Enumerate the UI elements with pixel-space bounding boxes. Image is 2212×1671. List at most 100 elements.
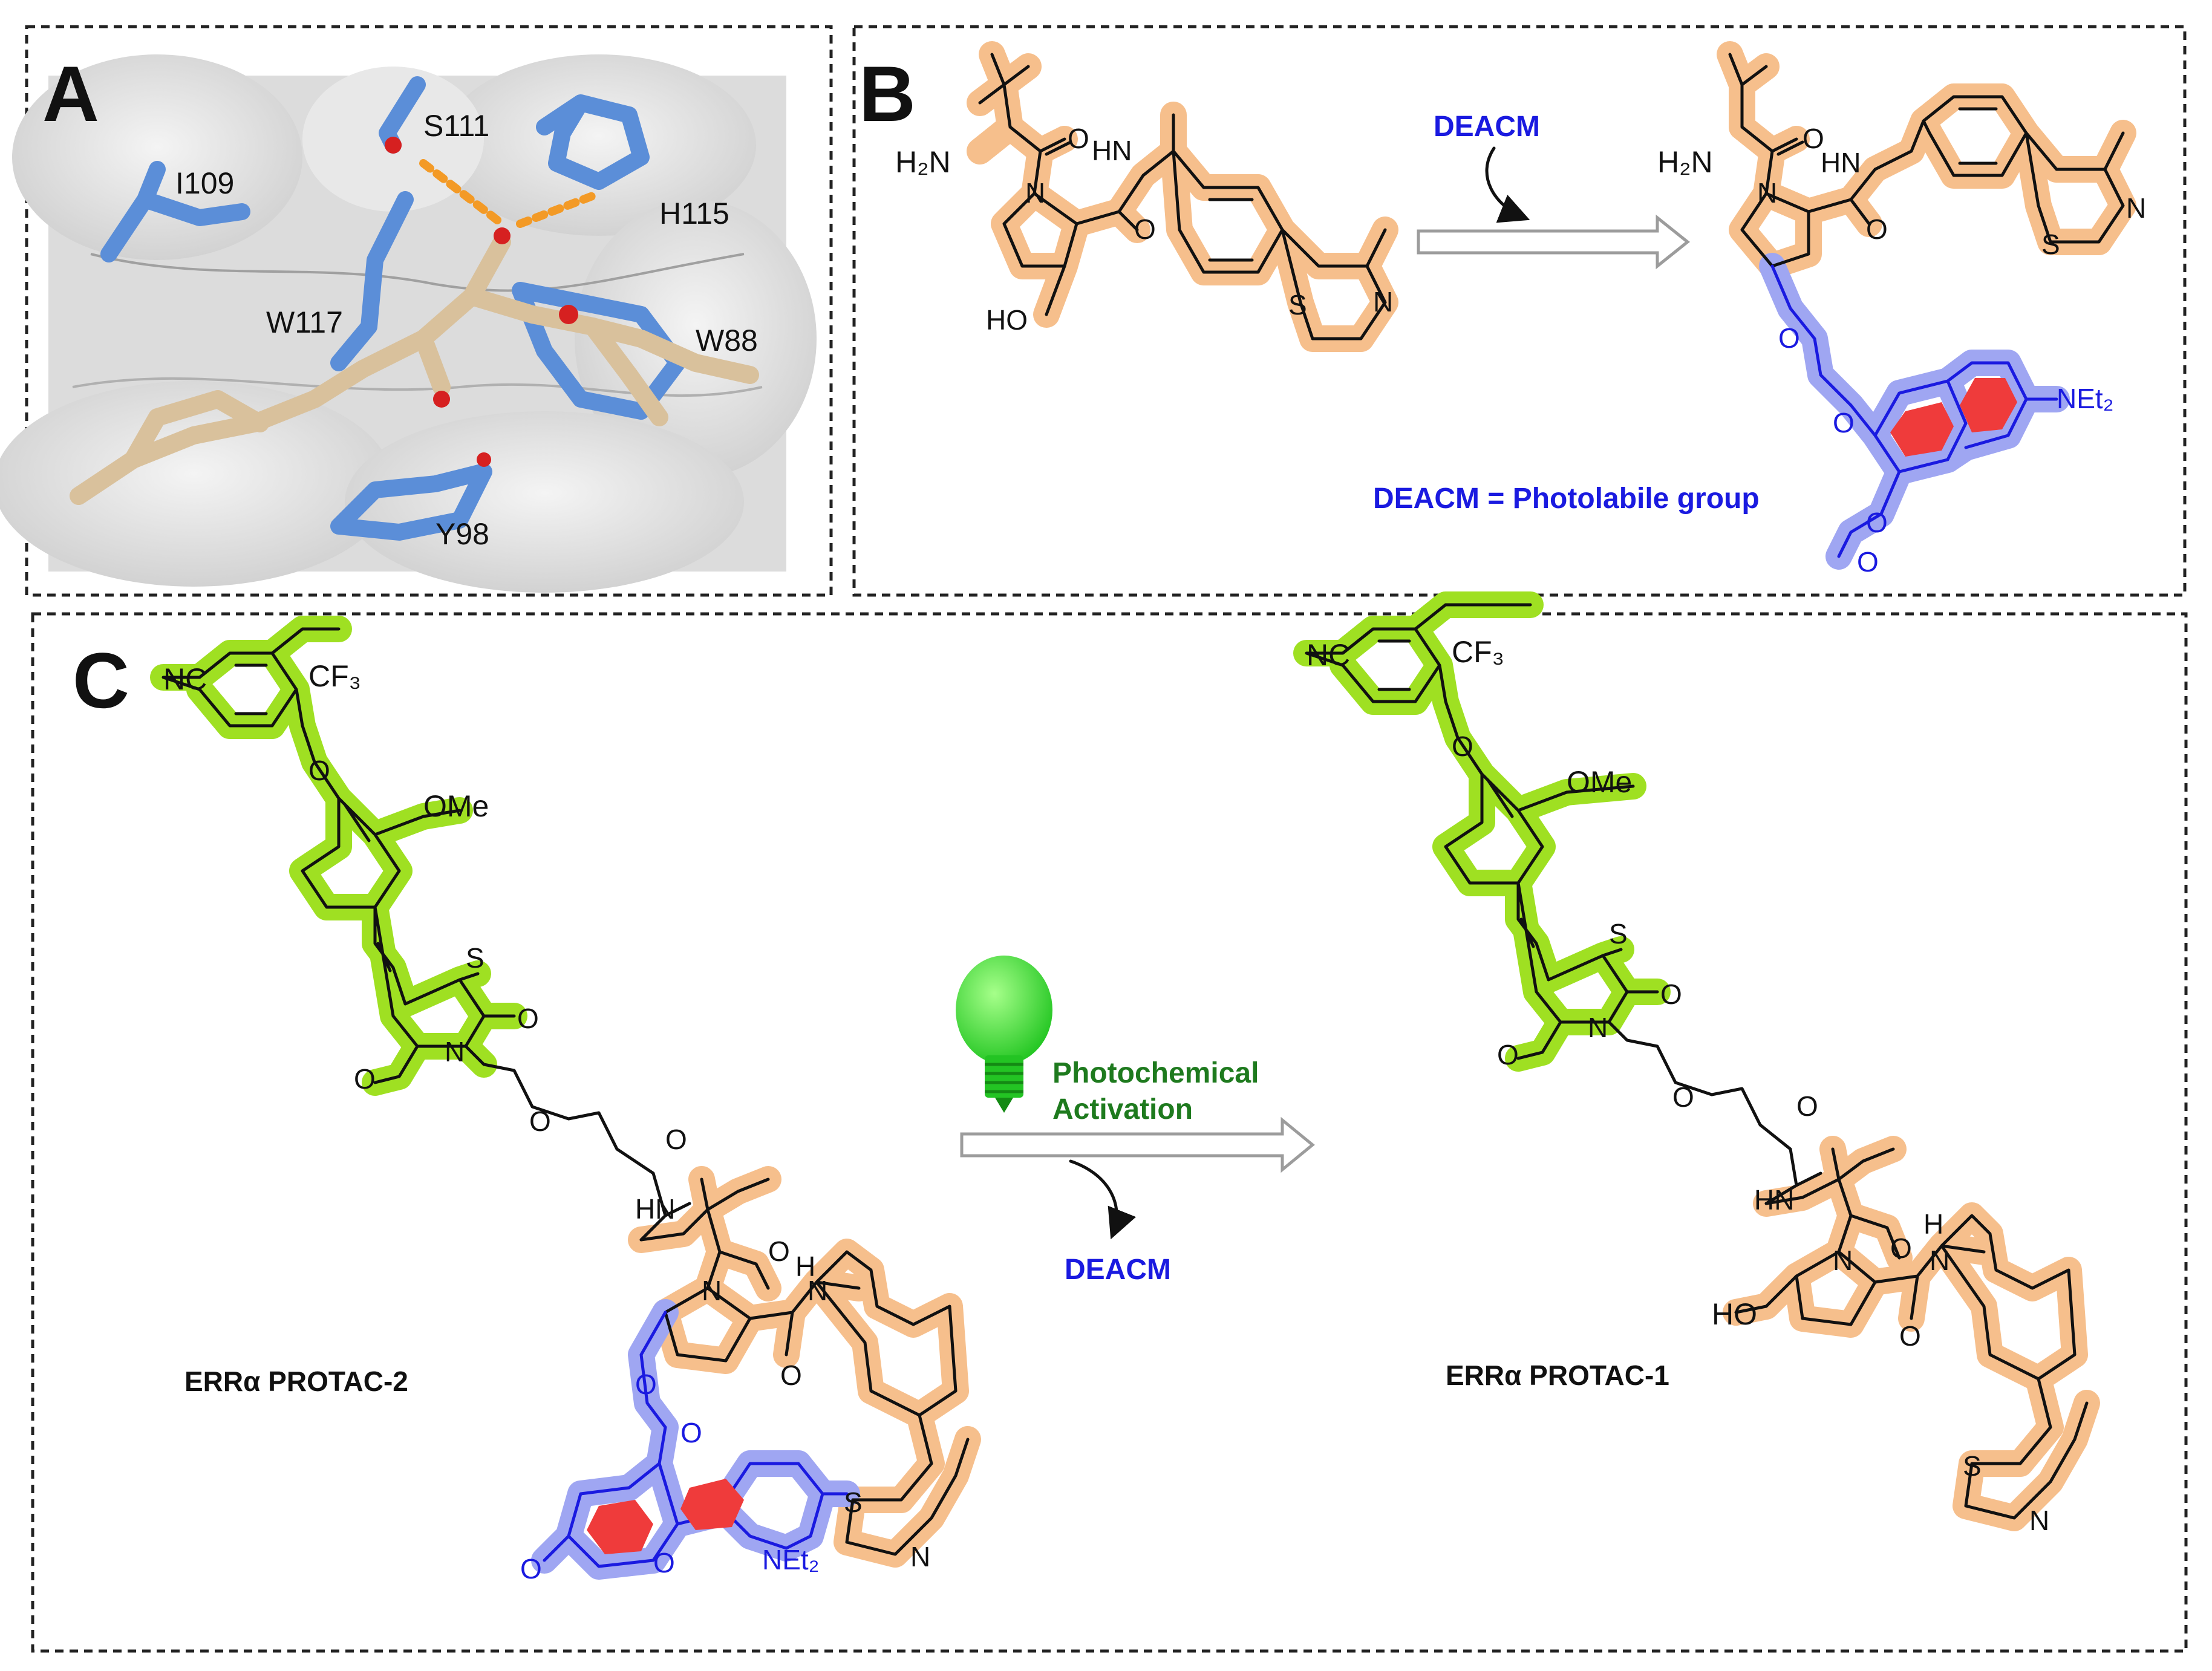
atom-label: N [445, 1036, 465, 1067]
panel-c-letter: C [73, 636, 129, 725]
atom-label: S [2041, 229, 2060, 260]
atom-label: O [1866, 507, 1888, 538]
hbond-h115 [516, 189, 603, 228]
atom-label: N [702, 1275, 722, 1306]
residue-label: W117 [266, 305, 343, 339]
residue-label: H115 [659, 197, 729, 230]
atom-label: N [1373, 286, 1393, 318]
atom-label: S [1963, 1450, 1982, 1482]
atom-label: O [1857, 546, 1879, 578]
atom-label: O [665, 1124, 687, 1155]
atom-label: N [1588, 1012, 1608, 1043]
atom-label: O [1068, 123, 1089, 154]
atom-label: O [1497, 1039, 1519, 1070]
atom-label: O [1803, 123, 1824, 154]
residue-label: S111 [423, 109, 489, 143]
light-bulb-icon [956, 956, 1052, 1113]
atom-label: O [529, 1106, 551, 1137]
atom-label: H₂N [895, 145, 951, 179]
atom-label: O [1899, 1320, 1921, 1352]
aromatic-ring-fill [1960, 378, 2017, 432]
atom-label: OMe [1567, 765, 1632, 799]
compound-label-protac-2: ERRα PROTAC-2 [184, 1366, 408, 1397]
atom-label: CF₃ [1452, 635, 1504, 669]
atom-label: O [1452, 731, 1473, 762]
atom-label: OMe [423, 789, 489, 823]
panel-b-letter: B [859, 50, 916, 138]
atom-label: O [768, 1236, 790, 1267]
atom-label: NC [163, 662, 207, 696]
atom-label: H [795, 1251, 815, 1282]
reaction-arrow-icon [1417, 214, 1691, 270]
atom-label: N [1833, 1245, 1853, 1276]
hbond-s111 [419, 159, 506, 228]
atom-label: HN [1821, 147, 1861, 178]
vhl-ligand-left: H₂N O N HN O HO S N [895, 41, 1398, 352]
atom-label: N [910, 1541, 930, 1572]
atom-label: N [1930, 1245, 1949, 1276]
atom-label: O [680, 1417, 702, 1448]
atom-label: NEt₂ [2057, 383, 2114, 414]
condition-line-2: Activation [1052, 1093, 1193, 1125]
panel-b: B H₂N O N HN O HO S N DEACM H₂N O [852, 25, 2187, 597]
atom-label: NC [1307, 638, 1350, 672]
atom-label: N [2126, 192, 2146, 224]
atom-label: O [1778, 322, 1800, 354]
atom-label: O [1134, 213, 1156, 245]
residue-label: Y98 [436, 517, 489, 551]
atom-label: O [653, 1547, 675, 1578]
atom-label: HN [1754, 1184, 1794, 1216]
photolabile-legend: DEACM = Photolabile group [1373, 483, 1760, 515]
aromatic-ring-fill [1890, 402, 1954, 457]
ligand-sticks [70, 137, 759, 505]
atom-label: S [466, 942, 484, 974]
atom-label: O [308, 755, 330, 786]
atom-label: O [354, 1063, 376, 1095]
protein-surface [0, 54, 817, 593]
reaction-arrow-icon [960, 1116, 1315, 1173]
atom-label: O [1890, 1233, 1912, 1264]
atom-label: O [635, 1369, 657, 1400]
atom-label: HO [986, 304, 1028, 336]
protac-2-structure: NC CF₃ O OMe S O N O O O HN O N H N O S … [150, 616, 981, 1585]
compound-label-protac-1: ERRα PROTAC-1 [1446, 1360, 1669, 1391]
atom-label: O [780, 1360, 802, 1391]
atom-label: O [1866, 213, 1888, 245]
atom-label: O [520, 1553, 542, 1585]
residue-label: I109 [175, 166, 234, 200]
atom-label: O [1796, 1090, 1818, 1122]
atom-label: O [1672, 1081, 1694, 1113]
condition-line-1: Photochemical [1052, 1057, 1259, 1089]
atom-label: HN [635, 1193, 675, 1225]
aromatic-ring-fill [680, 1479, 744, 1530]
residue-label: W88 [696, 324, 758, 357]
atom-label: CF₃ [308, 659, 361, 693]
atom-label: S [844, 1487, 863, 1518]
atom-label: O [517, 1003, 539, 1034]
atom-label: H [1923, 1208, 1943, 1240]
panel-a-letter: A [42, 50, 99, 138]
atom-label: N [807, 1275, 827, 1306]
atom-label: N [1757, 177, 1777, 209]
panel-a: A S111 I109 H115 W117 W88 Y98 [0, 25, 833, 597]
caged-vhl-ligand: H₂N O N HN O S N O O O O NEt₂ [1657, 41, 2146, 578]
atom-label: N [2029, 1505, 2049, 1536]
atom-label: H₂N [1657, 145, 1713, 179]
protein-residue-sticks [100, 76, 686, 541]
curved-arrow-icon [1485, 146, 1530, 223]
atom-label: N [1025, 177, 1045, 209]
reagent-label: DEACM [1434, 111, 1540, 143]
atom-label: S [1288, 289, 1307, 321]
atom-label: NEt₂ [762, 1544, 820, 1575]
atom-label: O [1833, 407, 1855, 438]
atom-label: S [1609, 918, 1628, 950]
byproduct-label: DEACM [1065, 1254, 1171, 1286]
curved-arrow-icon [1069, 1159, 1137, 1240]
protac-1-structure: NC CF₃ O OMe S O N O O O HN O N H N HO O… [1293, 591, 2100, 1536]
atom-label: O [1660, 979, 1682, 1010]
aromatic-ring-fill [587, 1500, 653, 1554]
atom-label: HO [1712, 1297, 1757, 1331]
panel-c: C NC CF₃ O OMe S O N O O O HN O N H N [31, 591, 2188, 1653]
atom-label: HN [1092, 135, 1132, 166]
